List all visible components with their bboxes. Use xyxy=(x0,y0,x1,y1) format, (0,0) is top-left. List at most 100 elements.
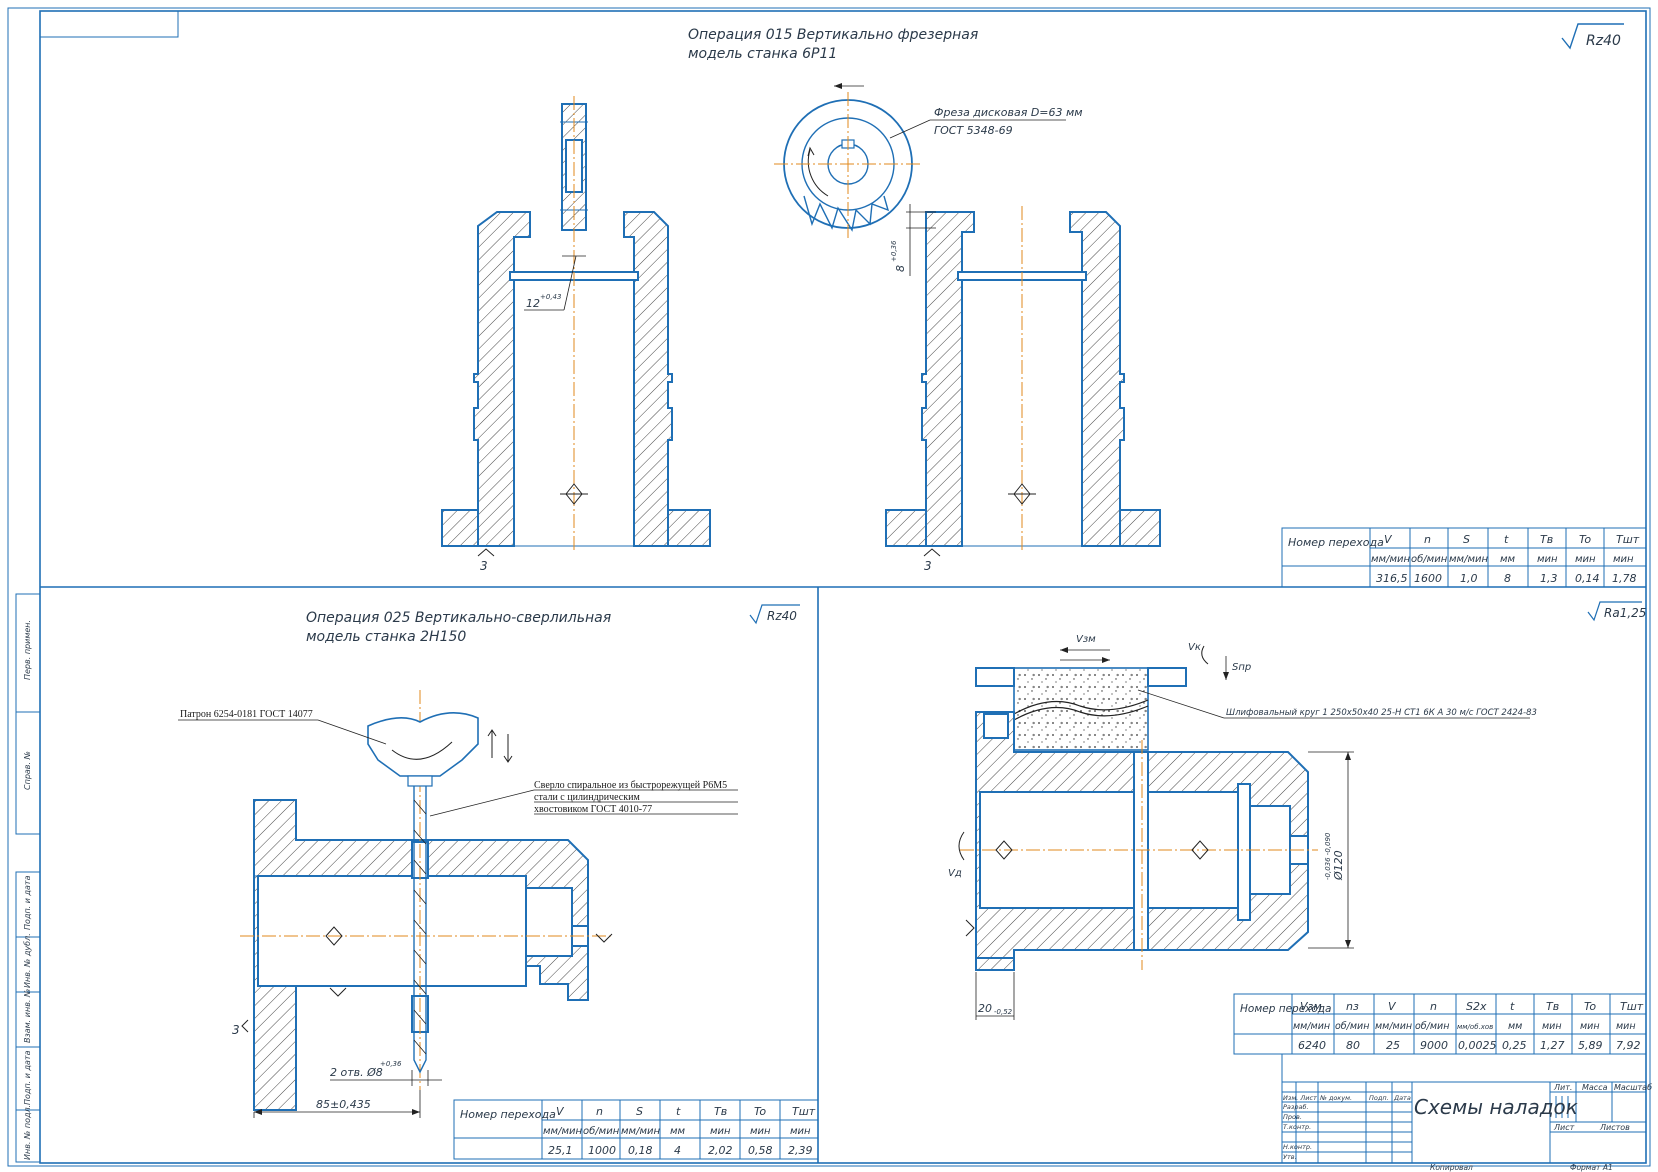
svg-text:об/мин: об/мин xyxy=(1335,1021,1369,1032)
svg-text:Изм. Лист: Изм. Лист xyxy=(1283,1094,1317,1102)
base-mark-1: 3 xyxy=(480,559,488,573)
op025-drill-label-2: стали с цилиндрическим xyxy=(534,792,640,803)
svg-text:Tшт: Tшт xyxy=(1620,1000,1644,1013)
grind-dim-diam: Ø120 xyxy=(1332,850,1345,881)
svg-text:1000: 1000 xyxy=(588,1144,616,1157)
svg-text:Подп.: Подп. xyxy=(1369,1094,1389,1102)
svg-text:мин: мин xyxy=(790,1126,811,1137)
svg-text:Номер перехода: Номер перехода xyxy=(1288,536,1384,549)
svg-text:Масса: Масса xyxy=(1582,1083,1608,1092)
grinding-setup: 20 -0,52 Ø120 -0,036 -0,090 Vзм Vк Sпр V… xyxy=(948,634,1537,1020)
op015-dim-depth: 8 xyxy=(894,265,907,272)
svg-text:To: To xyxy=(754,1105,766,1118)
svg-text:мм/мин: мм/мин xyxy=(621,1126,661,1137)
stamp-replace-inv: Взам. инв. № xyxy=(23,989,32,1043)
stamp-orig-inv: Инв. № подл. xyxy=(23,1105,32,1160)
grind-v-wheel: Vк xyxy=(1188,642,1201,653)
svg-text:об/мин: об/мин xyxy=(1415,1021,1449,1032)
svg-text:Лист: Лист xyxy=(1553,1123,1575,1132)
svg-text:t: t xyxy=(1504,533,1509,546)
grind-v-table: Vзм xyxy=(1076,634,1096,645)
svg-text:Формат А1: Формат А1 xyxy=(1570,1163,1613,1172)
svg-text:мм: мм xyxy=(1508,1021,1522,1032)
svg-text:2,39: 2,39 xyxy=(788,1144,813,1157)
svg-text:мин: мин xyxy=(1575,554,1596,565)
grind-table-text: Номер перехода Vзм nз V n S2х t Tв To Tш… xyxy=(1240,1000,1644,1052)
svg-text:Tв: Tв xyxy=(1540,533,1553,546)
op015-title-1: Операция 015 Вертикально фрезерная xyxy=(688,27,978,43)
svg-text:25,1: 25,1 xyxy=(548,1144,573,1157)
svg-text:1,0: 1,0 xyxy=(1460,572,1478,585)
op015-part-right: 3 Фреза дисковая D=63 мм ГОСТ 5348-69 8 … xyxy=(774,83,1161,573)
svg-text:Дата: Дата xyxy=(1393,1094,1411,1102)
svg-text:nз: nз xyxy=(1346,1000,1359,1013)
svg-text:мм/мин: мм/мин xyxy=(1449,554,1489,565)
svg-text:To: To xyxy=(1584,1000,1596,1013)
op025-part: 3 Патрон 6254-0181 ГОСТ 14077 Сверло спи… xyxy=(178,690,738,1118)
svg-text:Tв: Tв xyxy=(1546,1000,1559,1013)
svg-text:Пров.: Пров. xyxy=(1283,1113,1302,1121)
svg-text:t: t xyxy=(676,1105,681,1118)
svg-text:1,78: 1,78 xyxy=(1612,572,1637,585)
svg-text:n: n xyxy=(1430,1000,1437,1013)
op025-dim-holes-tol: +0,36 xyxy=(380,1060,402,1068)
svg-text:мм/мин: мм/мин xyxy=(1375,1021,1412,1032)
svg-text:316,5: 316,5 xyxy=(1376,572,1408,585)
svg-text:мм/мин: мм/мин xyxy=(543,1126,583,1137)
op015-dim-width: 12 xyxy=(526,297,540,310)
svg-text:Н.контр.: Н.контр. xyxy=(1283,1143,1312,1151)
grinding-wheel xyxy=(1013,667,1149,751)
svg-text:Листов: Листов xyxy=(1599,1123,1630,1132)
svg-text:80: 80 xyxy=(1346,1039,1360,1052)
svg-text:0,25: 0,25 xyxy=(1502,1039,1527,1052)
title-block-text: Схемы наладок Лит. Масса Масштаб Лист Ли… xyxy=(1283,1083,1652,1172)
svg-text:Rz40: Rz40 xyxy=(767,609,797,623)
op025-title-1: Операция 025 Вертикально-сверлильная xyxy=(306,610,611,626)
svg-text:мм: мм xyxy=(1500,554,1516,565)
svg-text:2,02: 2,02 xyxy=(708,1144,733,1157)
svg-text:мм/об.хов: мм/об.хов xyxy=(1457,1023,1493,1031)
svg-text:Ra1,25: Ra1,25 xyxy=(1604,606,1646,620)
roughness-sign-main: Rz40 xyxy=(1561,23,1624,50)
svg-text:Утв.: Утв. xyxy=(1283,1153,1297,1161)
svg-text:1600: 1600 xyxy=(1414,572,1442,585)
stamp-sign-date-2: Подп. и дата xyxy=(23,1050,32,1105)
op015-cutter-label-2: ГОСТ 5348-69 xyxy=(934,124,1013,137)
outer-frame xyxy=(7,7,1651,1167)
svg-text:1,27: 1,27 xyxy=(1540,1039,1565,1052)
svg-text:0,58: 0,58 xyxy=(748,1144,773,1157)
svg-text:Rz40: Rz40 xyxy=(1586,33,1621,49)
svg-text:Tшт: Tшт xyxy=(792,1105,816,1118)
stamp-dup-inv: Инв. № дубл. xyxy=(23,933,32,988)
svg-text:S2х: S2х xyxy=(1466,1000,1487,1013)
op025-drill-label-1: Сверло спиральное из быстрорежущей Р6М5 xyxy=(534,780,727,791)
svg-text:0,14: 0,14 xyxy=(1575,572,1600,585)
svg-text:n: n xyxy=(596,1105,603,1118)
op025-title-2: модель станка 2Н150 xyxy=(306,629,466,645)
grind-dim-len-tol: -0,52 xyxy=(994,1008,1013,1016)
base-mark-2: 3 xyxy=(924,559,932,573)
op025-dim-length: 85±0,435 xyxy=(316,1098,371,1111)
svg-text:мин: мин xyxy=(710,1126,731,1137)
svg-text:V: V xyxy=(1388,1000,1397,1013)
svg-text:мин: мин xyxy=(750,1126,771,1137)
base-mark-3: 3 xyxy=(232,1023,240,1037)
grind-dim-diam-tol: -0,036 -0,090 xyxy=(1324,832,1332,880)
svg-text:Tшт: Tшт xyxy=(1616,533,1640,546)
stamp-ref-no: Справ. № xyxy=(23,751,32,790)
svg-text:Масштаб: Масштаб xyxy=(1614,1083,1652,1092)
op025-chuck-label: Патрон 6254-0181 ГОСТ 14077 xyxy=(180,709,313,720)
op025-table-text: Номер перехода V n S t Tв To Tшт мм/мин … xyxy=(460,1105,816,1157)
svg-text:Tв: Tв xyxy=(714,1105,727,1118)
op015-part-left: 3 12 +0,43 xyxy=(441,96,711,573)
svg-text:мин: мин xyxy=(1613,554,1634,565)
op015-table-text: Номер перехода V n S t Tв To Tшт мм/мин … xyxy=(1288,533,1640,585)
svg-text:мм/мин: мм/мин xyxy=(1293,1021,1330,1032)
svg-text:мм/мин: мм/мин xyxy=(1371,554,1411,565)
svg-text:25: 25 xyxy=(1386,1039,1400,1052)
svg-text:Копировал: Копировал xyxy=(1430,1163,1473,1172)
svg-text:n: n xyxy=(1424,533,1431,546)
drill-chuck xyxy=(367,712,479,777)
op025-drill-label-3: хвостовиком ГОСТ 4010-77 xyxy=(534,804,652,815)
